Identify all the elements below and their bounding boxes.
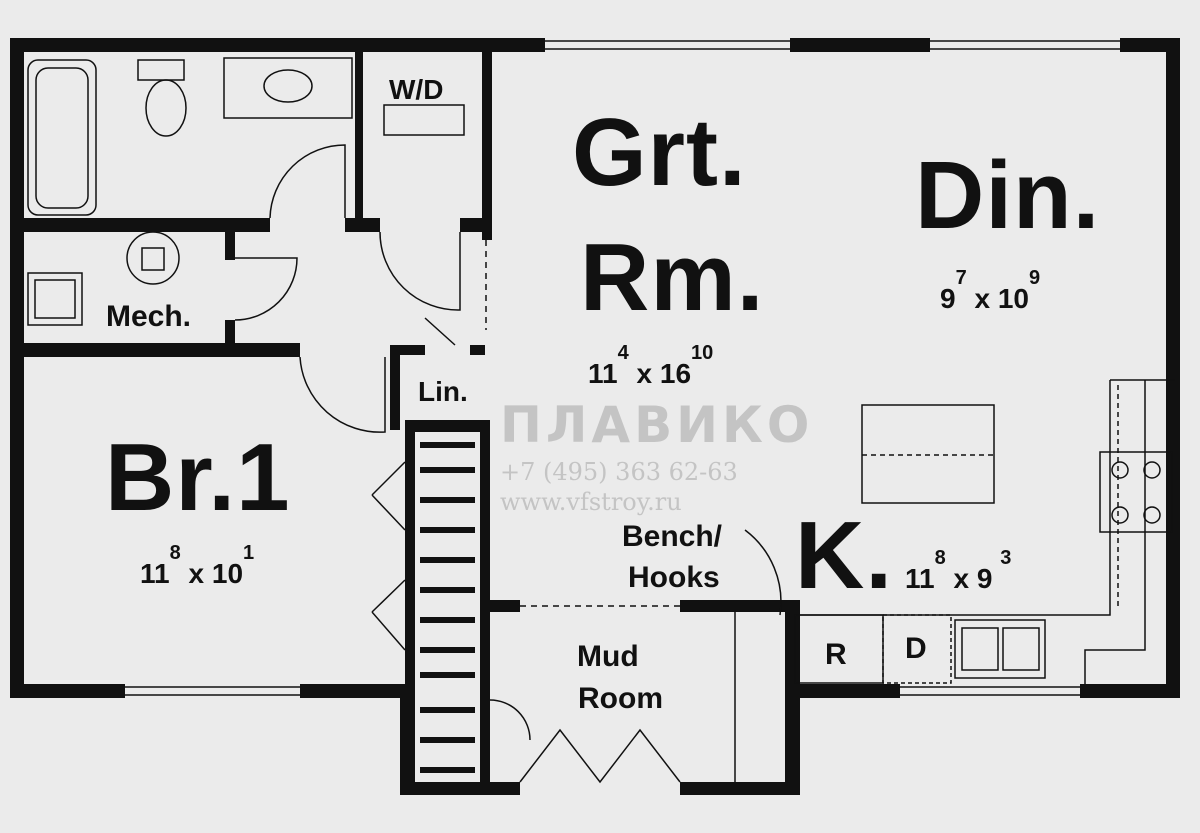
mech-label: Mech.	[106, 300, 192, 333]
fixtures	[27, 40, 1175, 784]
walls	[10, 38, 1180, 795]
watermark-website: www.vfstroy.ru	[500, 488, 682, 516]
kitchen-dimensions: 118 x 9 3	[905, 546, 1012, 594]
kitchen-label: K.	[795, 502, 893, 609]
great-room-label-2: Rm.	[580, 224, 765, 331]
watermark-phone: +7 (495) 363 62-63	[500, 458, 738, 486]
bench-label-1: Bench/	[622, 520, 723, 553]
dining-label: Din.	[915, 142, 1101, 249]
great-room-dimensions: 114 x 1610	[588, 341, 714, 389]
dishwasher-label: D	[905, 632, 927, 665]
fridge-label: R	[825, 638, 847, 671]
bedroom-1-label: Br.1	[105, 424, 291, 531]
mud-room-label-2: Room	[578, 682, 663, 715]
bedroom-1-dimensions: 118 x 101	[140, 541, 255, 589]
bench-label-2: Hooks	[628, 561, 720, 594]
watermark-logo: ПЛАВИКО	[500, 396, 814, 454]
mud-room-label-1: Mud	[577, 640, 639, 673]
washer-dryer-label: W/D	[389, 74, 444, 105]
dining-dimensions: 97 x 109	[940, 266, 1041, 314]
great-room-label-1: Grt.	[572, 99, 747, 206]
linen-label: Lin.	[418, 376, 468, 407]
closet-shelving	[420, 442, 475, 773]
